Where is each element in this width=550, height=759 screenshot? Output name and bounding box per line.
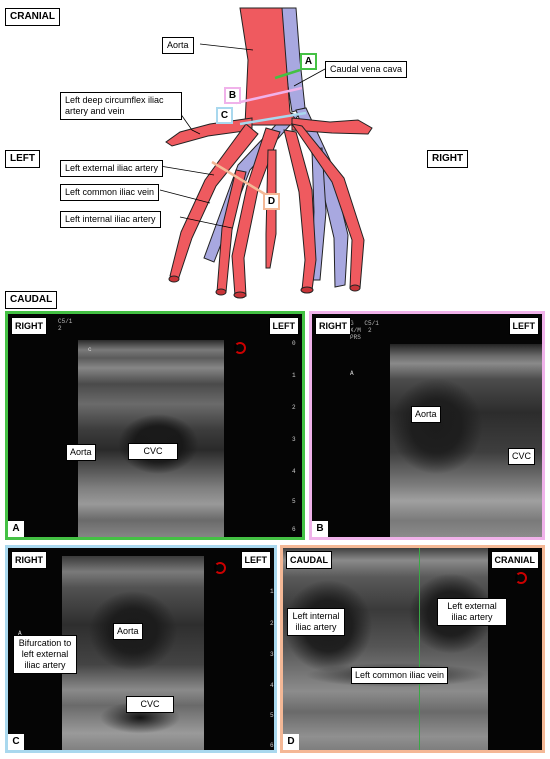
left-external-iliac-label: Left external iliac artery [60, 160, 164, 177]
orientation-caudal: CAUDAL [5, 291, 58, 309]
panel-c-letter: C [8, 734, 24, 750]
ultrasound-image-c [62, 556, 204, 750]
image-marker-b: A [350, 370, 354, 377]
panel-b-aorta-label: Aorta [411, 406, 441, 423]
cross-section-line-a [274, 68, 301, 80]
leader-lines [159, 43, 326, 229]
orientation-logo-c [214, 562, 226, 574]
left-common-iliac-vein-label: Left common iliac vein [60, 184, 160, 201]
ultrasound-image-b [390, 344, 542, 537]
panel-c-aorta-label: Aorta [113, 623, 143, 640]
machine-readout-a: C5/1 2 [58, 318, 73, 332]
orientation-cranial: CRANIAL [5, 8, 60, 26]
ultrasound-panel-a: C5/1 2 c RIGHT LEFT Aorta CVC 0 1 2 3 4 … [5, 311, 305, 540]
vessel-end-caps [168, 275, 361, 299]
caudal-vena-cava-label: Caudal vena cava [325, 61, 408, 78]
panel-d-internal-label: Left internal iliac artery [287, 608, 345, 636]
midline-marker-d [419, 548, 420, 750]
ultrasound-panel-d: CAUDAL CRANIAL Left internal iliac arter… [280, 545, 545, 753]
image-marker-c: A [18, 630, 22, 637]
panel-d-letter: D [283, 734, 299, 750]
aorta-label: Aorta [162, 37, 194, 54]
panel-c-cvc-label: CVC [126, 696, 174, 713]
panel-b-letter: B [312, 521, 328, 537]
orientation-right: RIGHT [427, 150, 469, 168]
circumflex-label: Left deep circumflex iliac artery and ve… [60, 92, 182, 120]
cross-section-line-d [211, 160, 269, 198]
orientation-logo-d [515, 572, 527, 584]
image-marker-a: c [88, 346, 92, 353]
panel-c-bifurcation-label: Bifurcation to left external iliac arter… [13, 635, 77, 674]
panel-c-right-tag: RIGHT [11, 551, 47, 569]
panel-d-cranial-tag: CRANIAL [490, 551, 539, 569]
panel-d-external-label: Left external iliac artery [437, 598, 507, 626]
panel-b-left-tag: LEFT [508, 317, 539, 335]
left-internal-iliac-label: Left internal iliac artery [60, 211, 161, 228]
section-marker-c: C [216, 107, 233, 124]
ultrasound-panel-b: G C5/1 X/M 2 PRS A RIGHT LEFT Aorta CVC … [309, 311, 545, 540]
vessel-diagram [159, 7, 373, 299]
panel-a-aorta-label: Aorta [66, 444, 96, 461]
ultrasound-panel-c: A RIGHT LEFT Aorta Bifurcation to left e… [5, 545, 277, 753]
panel-a-letter: A [8, 521, 24, 537]
panel-d-common-label: Left common iliac vein [351, 667, 449, 684]
right-internal-iliac-artery-shape [283, 129, 317, 291]
panel-c-left-tag: LEFT [240, 551, 271, 569]
machine-readout-b: G C5/1 X/M 2 PRS [350, 320, 379, 341]
section-marker-a: A [300, 53, 317, 70]
orientation-left: LEFT [5, 150, 40, 168]
orientation-logo-a [234, 342, 246, 354]
section-marker-d: D [263, 193, 280, 210]
section-marker-b: B [224, 87, 241, 104]
panel-b-right-tag: RIGHT [315, 317, 351, 335]
cross-section-line-c [239, 111, 307, 126]
panel-a-right-tag: RIGHT [11, 317, 47, 335]
ultrasound-image-a [78, 340, 224, 537]
panel-a-cvc-label: CVC [128, 443, 178, 460]
panel-d-caudal-tag: CAUDAL [286, 551, 332, 569]
ultrasound-image-d [283, 548, 488, 750]
cross-section-line-b [235, 86, 303, 105]
panel-b-cvc-label: CVC [508, 448, 536, 465]
panel-a-left-tag: LEFT [268, 317, 299, 335]
